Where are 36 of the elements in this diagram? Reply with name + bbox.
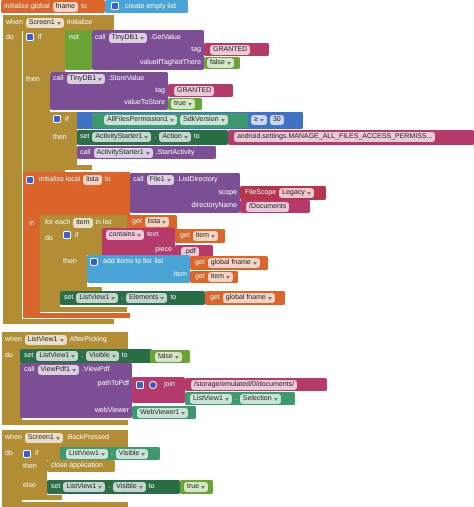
code-block xyxy=(20,363,132,418)
code-block xyxy=(228,130,474,145)
code-block xyxy=(205,291,285,305)
code-block xyxy=(204,57,240,69)
code-block xyxy=(240,200,310,213)
code-block xyxy=(87,255,190,283)
code-block xyxy=(185,378,327,391)
code-block xyxy=(65,30,92,70)
code-block xyxy=(77,146,216,159)
code-block xyxy=(105,0,188,13)
code-block xyxy=(47,460,115,472)
code-block xyxy=(204,43,269,56)
code-block xyxy=(180,480,213,494)
code-block xyxy=(60,291,205,305)
code-block xyxy=(60,447,160,460)
code-block xyxy=(240,186,326,200)
code-block xyxy=(185,392,295,405)
code-block xyxy=(150,350,190,363)
code-block xyxy=(20,349,152,363)
code-block xyxy=(132,406,196,419)
code-block xyxy=(190,256,268,270)
code-block xyxy=(92,113,248,128)
code-block xyxy=(92,30,204,70)
code-block xyxy=(50,72,168,110)
code-block xyxy=(130,173,240,213)
statement-block xyxy=(23,30,65,172)
code-block xyxy=(190,271,238,283)
code-block xyxy=(77,112,303,129)
code-block xyxy=(168,98,202,110)
code-block xyxy=(132,377,185,403)
code-block xyxy=(77,130,228,145)
statement-block xyxy=(60,228,102,292)
code-block xyxy=(47,480,180,494)
code-block xyxy=(175,229,225,243)
code-block xyxy=(168,84,233,97)
code-block xyxy=(1,0,105,13)
